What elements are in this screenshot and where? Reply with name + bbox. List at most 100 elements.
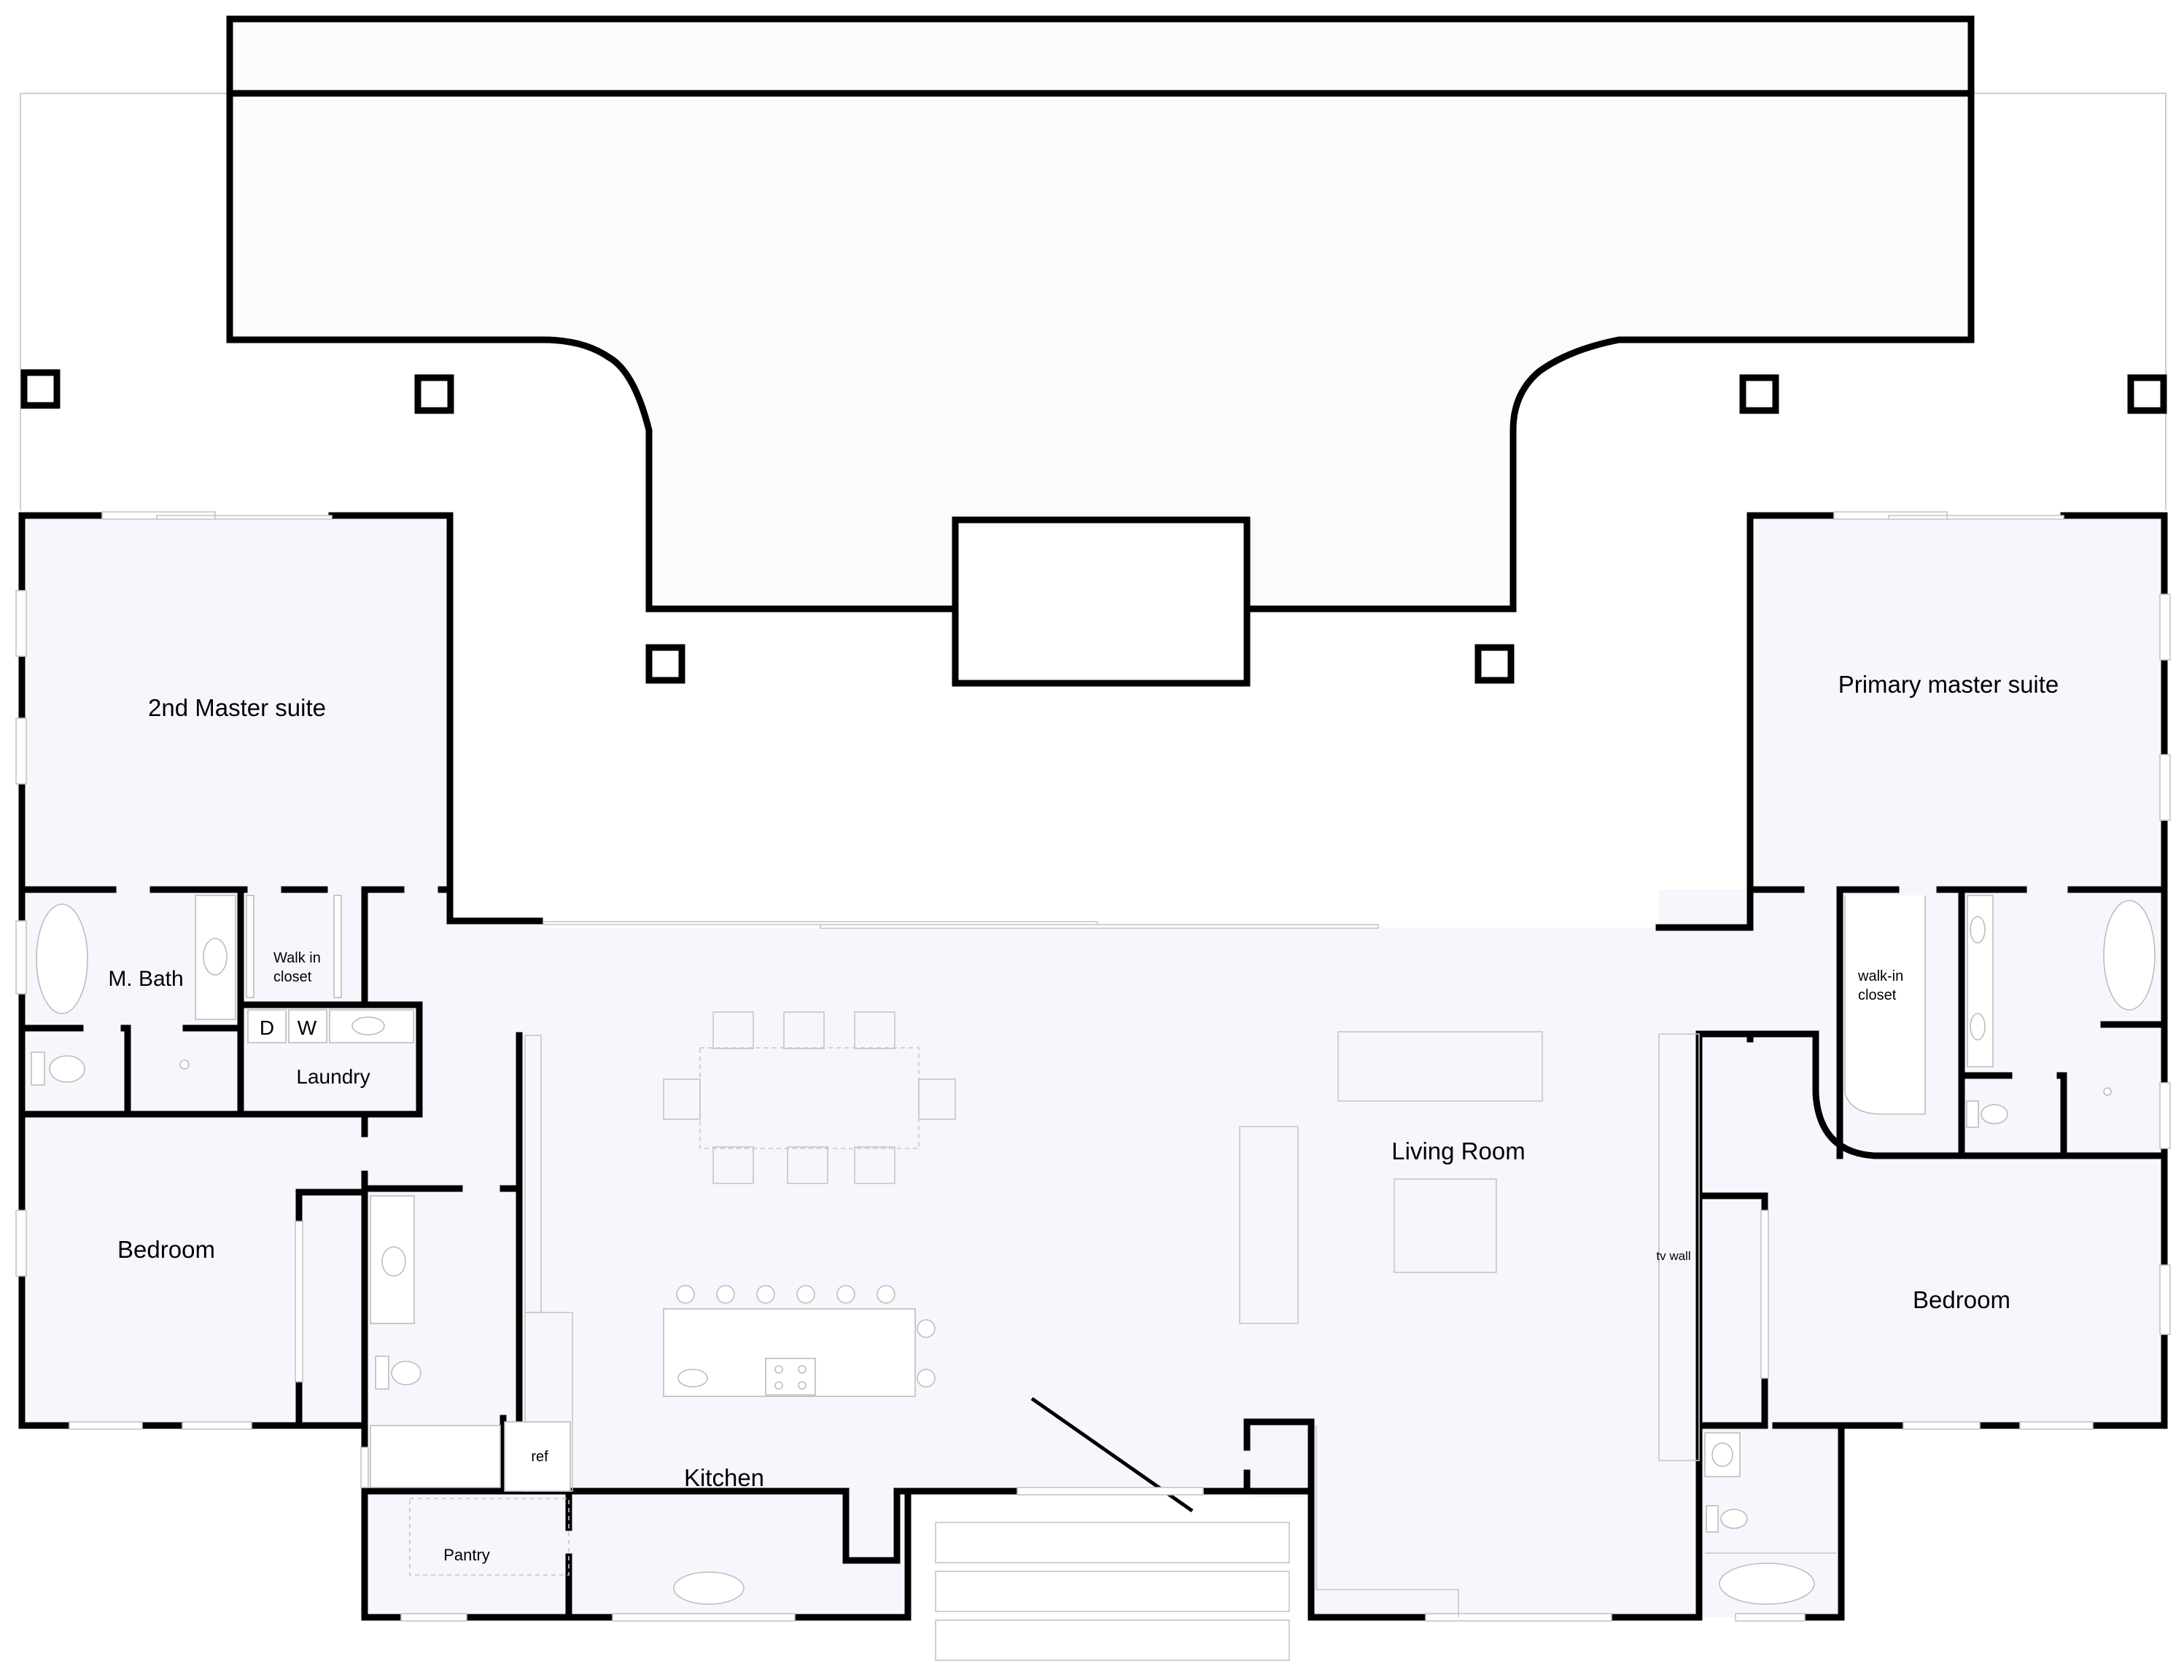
- porch-outline: [20, 93, 2166, 510]
- entry-step-3: [935, 1619, 1290, 1661]
- window-bottom-1: [69, 1421, 143, 1430]
- bathtub-left-icon: [36, 903, 88, 1014]
- stool-1: [676, 1285, 695, 1304]
- toilet-left-icon: [49, 1055, 85, 1083]
- toilet-tank-right: [1966, 1100, 1979, 1128]
- stool-7: [917, 1319, 936, 1338]
- floor-drain-left: [179, 1059, 190, 1070]
- label-living-room: Living Room: [1391, 1138, 1525, 1164]
- closet-door-left: [295, 1221, 303, 1382]
- window-left-4: [15, 1210, 27, 1277]
- wall-center-bottom: [1200, 1418, 1315, 1621]
- slider-great-room: [543, 921, 1379, 929]
- post-1: [20, 369, 61, 409]
- vanity-right-bed: [1704, 1432, 1741, 1477]
- living-sofa: [1239, 1126, 1299, 1324]
- sink-left-icon: [203, 938, 228, 976]
- window-right-1: [2159, 594, 2171, 661]
- toilet-tank-left: [31, 1051, 45, 1086]
- window-right-2: [2159, 754, 2171, 821]
- washer-box: [288, 1009, 327, 1043]
- label-bedroom-right: Bedroom: [1913, 1286, 2010, 1313]
- stool-3: [756, 1285, 775, 1304]
- kitchen-sink-icon: [673, 1571, 745, 1605]
- interior-area: [22, 516, 2164, 1617]
- floor-drain-right: [2103, 1087, 2112, 1096]
- window-bottom-7: [1903, 1421, 1981, 1430]
- dining-chair-6: [854, 1146, 895, 1184]
- toilet-right-icon: [1981, 1104, 2008, 1124]
- label-bedroom-left: Bedroom: [117, 1236, 215, 1263]
- entry-step-2: [935, 1571, 1290, 1612]
- closet-shelf-left-2: [333, 895, 342, 998]
- closet-right-shelf: [1844, 895, 1926, 1115]
- ref-box: [504, 1421, 571, 1492]
- toilet-tank-right-bed: [1706, 1505, 1719, 1533]
- laundry-sink-icon: [351, 1016, 385, 1035]
- post-6: [2127, 374, 2167, 414]
- window-left-2: [15, 718, 27, 785]
- entry-step-1: [935, 1522, 1290, 1563]
- label-kitchen: Kitchen: [684, 1464, 764, 1491]
- post-3: [645, 644, 685, 684]
- window-bottom-8: [2019, 1421, 2094, 1430]
- window-bottom-3: [400, 1613, 467, 1622]
- living-coffee-table: [1394, 1178, 1497, 1273]
- wall-left-interior: [18, 886, 572, 1495]
- window-left-3: [15, 920, 27, 995]
- sink-right-1-icon: [1970, 916, 1986, 944]
- label-primary-master-suite: Primary master suite: [1838, 671, 2059, 698]
- dining-chair-2: [783, 1011, 825, 1049]
- burner-4: [798, 1381, 807, 1390]
- cooktop-icon: [765, 1358, 816, 1396]
- window-left-1: [15, 590, 27, 657]
- dining-chair-4: [712, 1146, 754, 1184]
- tub-hall-left-surround: [370, 1425, 501, 1488]
- label-2nd-master-suite: 2nd Master suite: [148, 694, 326, 721]
- label-laundry: Laundry: [296, 1065, 370, 1088]
- window-right-3: [2159, 1082, 2171, 1149]
- stool-2: [716, 1285, 735, 1304]
- label-dryer: D: [260, 1016, 274, 1039]
- stool-5: [836, 1285, 855, 1304]
- dining-chair-3: [854, 1011, 895, 1049]
- tv-wall-cabinet: [1658, 1033, 1700, 1461]
- bathtub-right-icon: [2103, 900, 2156, 1011]
- burner-2: [798, 1365, 807, 1374]
- post-2: [414, 374, 454, 414]
- vanity-hall-left: [370, 1195, 415, 1324]
- label-tv-wall: tv wall: [1656, 1249, 1690, 1263]
- wall-left-bed-closet: [295, 1189, 368, 1429]
- window-left-bath: [360, 1447, 369, 1488]
- dining-chair-8: [918, 1078, 956, 1120]
- label-ref: ref: [531, 1449, 548, 1465]
- dining-chair-5: [787, 1146, 828, 1184]
- spa: [952, 516, 1251, 687]
- window-bottom-4: [612, 1613, 796, 1622]
- pantry-shelf: [409, 1498, 570, 1576]
- dining-chair-1: [712, 1011, 754, 1049]
- sink-right-2-icon: [1970, 1013, 1986, 1041]
- slider-right-top: [1833, 511, 2064, 520]
- toilet-right-bed-icon: [1720, 1509, 1748, 1529]
- foyer-wall-trim: [1316, 1426, 1459, 1617]
- window-bottom-5: [1425, 1613, 1612, 1622]
- stool-6: [877, 1285, 895, 1304]
- window-bottom-2: [182, 1421, 252, 1430]
- burner-3: [774, 1381, 783, 1390]
- island-sink-icon: [677, 1369, 708, 1388]
- window-bottom-6: [1735, 1613, 1806, 1622]
- stool-4: [796, 1285, 815, 1304]
- window-right-4: [2159, 1264, 2171, 1335]
- toilet-hall-left-icon: [391, 1361, 421, 1385]
- sink-hall-left-1-icon: [381, 1246, 406, 1277]
- post-5: [1739, 374, 1779, 414]
- closet-door-right-bed: [1760, 1210, 1769, 1379]
- slider-left-top: [101, 511, 333, 520]
- burner-1: [774, 1365, 783, 1374]
- label-washer: W: [298, 1016, 317, 1039]
- sink-right-bed-icon: [1711, 1442, 1733, 1467]
- label-pantry: Pantry: [443, 1546, 490, 1564]
